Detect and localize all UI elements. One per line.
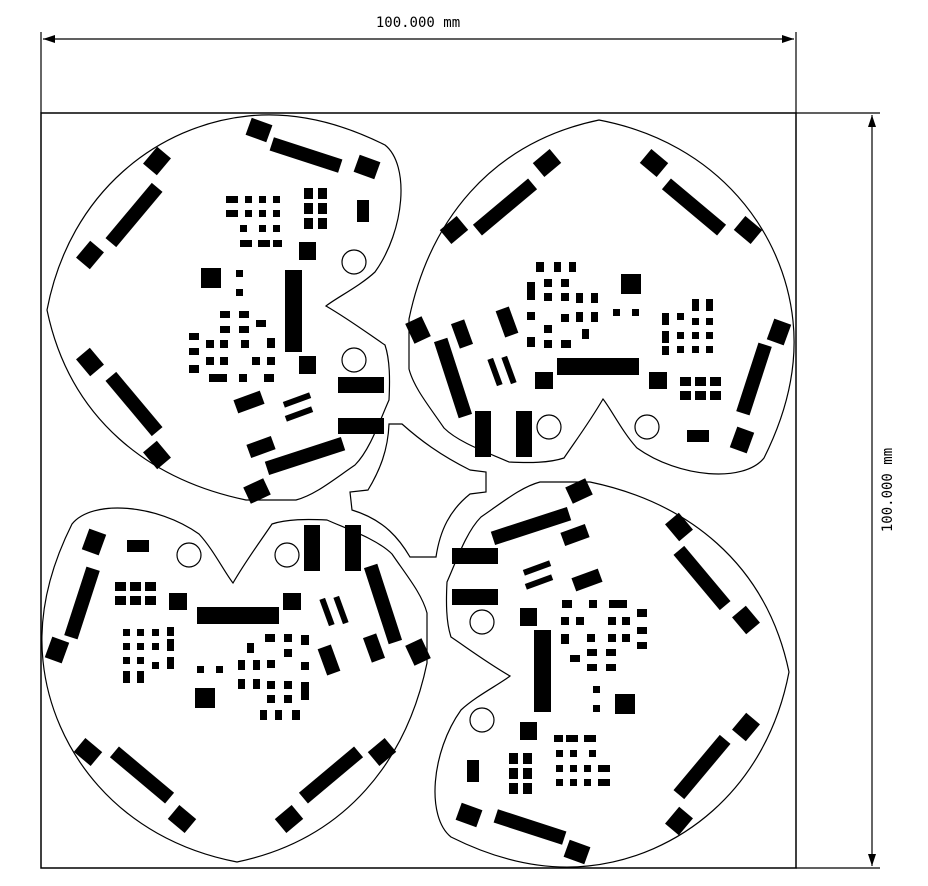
panel-outline <box>40 112 797 869</box>
sub-board-bottom-left <box>41 507 432 863</box>
sub-board-bottom-right <box>434 477 790 868</box>
width-label: 100.000 mm <box>376 15 460 31</box>
height-label: 100.000 mm <box>880 448 896 532</box>
center-tab-outline <box>349 423 487 558</box>
height-dimension: 100.000 mm <box>796 112 896 869</box>
sub-board-top-right <box>404 119 795 475</box>
width-dimension: 100.000 mm <box>40 15 797 113</box>
sub-board-top-left <box>46 114 402 505</box>
